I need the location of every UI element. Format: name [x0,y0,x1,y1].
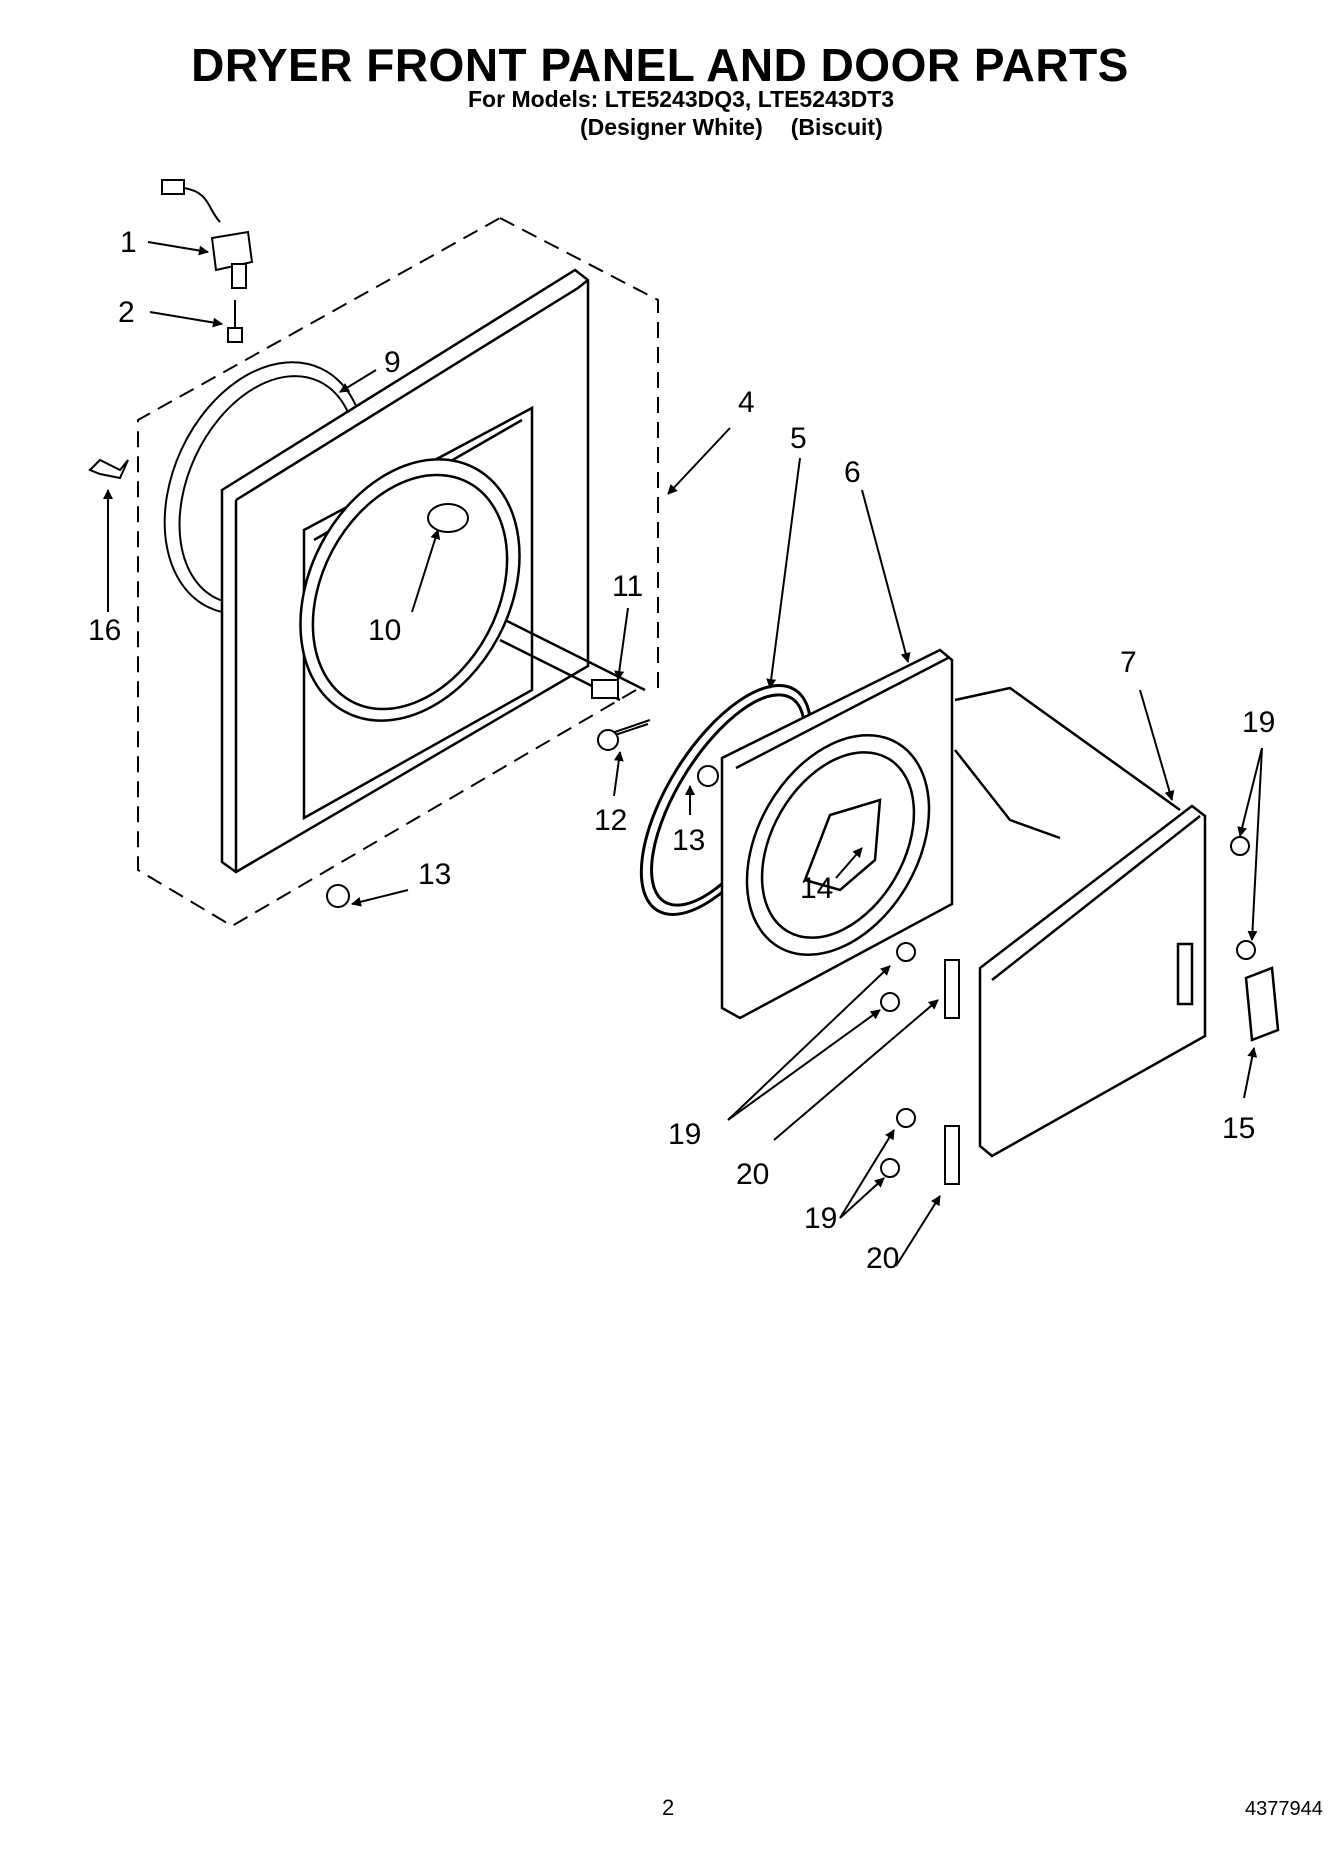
door-outer-panel [954,686,1207,1158]
finish-designer-white: (Designer White) [580,114,763,140]
panel-hardware [326,679,719,908]
clip-bracket [88,458,129,480]
door-handle [1244,966,1280,1042]
callout-12: 12 [594,804,627,837]
callout-20-upper: 20 [736,1158,769,1191]
callout-5: 5 [790,422,807,455]
callout-2: 2 [118,296,135,329]
callout-1: 1 [120,226,137,259]
callout-10: 10 [368,614,401,647]
front-panel [220,268,646,874]
callout-9: 9 [384,346,401,379]
callout-19-right: 19 [1242,706,1275,739]
door-switch [161,179,254,289]
callout-14: 14 [800,872,833,905]
callout-20-lower: 20 [866,1242,899,1275]
switch-screw [227,300,243,343]
callout-13-panel: 13 [418,858,451,891]
callout-19-lower: 19 [804,1202,837,1235]
page-number: 2 [662,1795,675,1820]
page-title: DRYER FRONT PANEL AND DOOR PARTS [191,39,1129,91]
callout-13-gasket: 13 [672,824,705,857]
callout-6: 6 [844,456,861,489]
callout-11: 11 [612,570,643,603]
front-panel-assembly-outline [137,217,659,928]
callout-7: 7 [1120,646,1137,679]
callout-19-upper: 19 [668,1118,701,1151]
door-hinges [944,959,960,1185]
drum-lamp [427,503,469,533]
callout-16: 16 [88,614,121,647]
callout-4: 4 [738,386,755,419]
document-number: 4377944 [1245,1798,1323,1820]
models-line: For Models: LTE5243DQ3, LTE5243DT3 [468,86,895,112]
callout-15: 15 [1222,1112,1255,1145]
finish-biscuit: (Biscuit) [790,114,883,140]
finish-line: (Designer White) (Biscuit) [580,114,911,141]
inner-door-panel [720,648,954,1020]
callout-leaders [103,241,1263,1267]
hinge-screws [880,836,1256,1178]
